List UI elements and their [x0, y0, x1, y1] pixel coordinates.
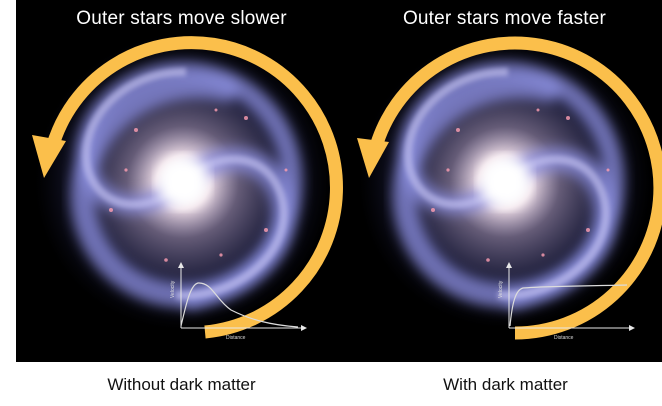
galaxy [359, 36, 651, 328]
galaxy-panel-with-dark-matter: Velocity Distance Outer stars move faste… [347, 0, 662, 362]
rotation-curve-inset: Velocity Distance [498, 262, 635, 341]
inset-y-label: Velocity [170, 280, 176, 298]
galaxy-panel-without-dark-matter: Velocity Distance Outer stars move slowe… [16, 0, 347, 362]
caption-without-dark-matter: Without dark matter [107, 375, 256, 394]
panel-title: Outer stars move slower [76, 8, 287, 29]
inset-x-label: Distance [554, 335, 574, 341]
caption-with-dark-matter: With dark matter [443, 375, 568, 394]
star-clusters [431, 108, 610, 262]
inset-y-label: Velocity [498, 280, 504, 298]
rotation-curve-inset: Velocity Distance [170, 262, 307, 341]
galaxy-scene: Velocity Distance [357, 36, 662, 341]
rotation-arrow [32, 36, 343, 339]
galaxy-scene: Velocity Distance [32, 34, 343, 341]
rotation-arrow [357, 36, 662, 340]
galaxy [35, 34, 331, 330]
panel-title: Outer stars move faster [402, 8, 607, 29]
inset-x-label: Distance [226, 335, 246, 341]
star-clusters [109, 108, 288, 262]
